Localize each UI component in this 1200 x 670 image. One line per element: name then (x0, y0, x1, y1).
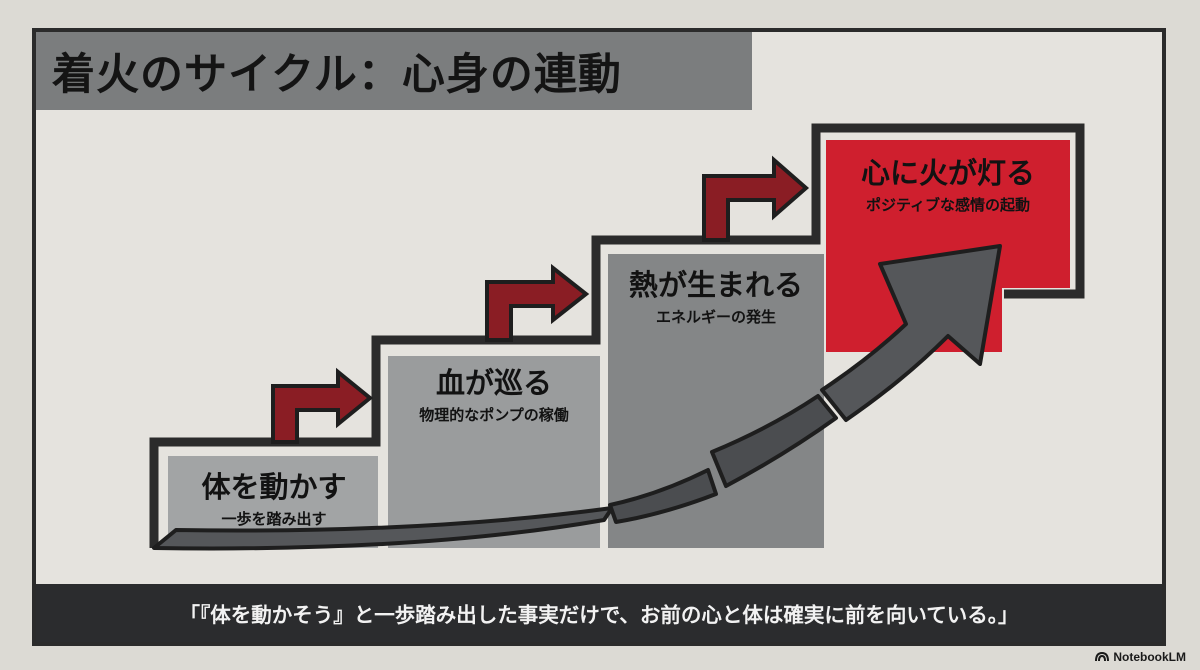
staircase-outline (149, 123, 1085, 548)
step-4-label: 心に火が灯る ポジティブな感情の起動 (826, 156, 1070, 216)
bent-arrow-1 (271, 367, 374, 444)
step-1-title: 体を動かす (201, 470, 347, 504)
step-4-subtitle: ポジティブな感情の起動 (865, 195, 1031, 214)
step-1-subtitle: 一歩を踏み出す (221, 509, 327, 528)
step-2-subtitle: 物理的なポンプの稼働 (419, 405, 569, 424)
step-3-title: 熱が生まれる (628, 268, 803, 302)
brand-watermark: NotebookLM (1095, 650, 1186, 664)
growth-curve-arrow (152, 244, 1002, 551)
step-3-label: 熱が生まれる エネルギーの発生 (608, 268, 824, 328)
slide-title: 着火のサイクル：心身の連動 (52, 50, 622, 100)
bent-arrow-3 (702, 155, 810, 242)
quote-text: 「『体を動かそう』と一歩踏み出した事実だけで、お前の心と体は確実に前を向いている… (179, 603, 1019, 627)
step-3-subtitle: エネルギーの発生 (655, 307, 776, 326)
title-box: 着火のサイクル：心身の連動 (36, 32, 752, 110)
step-2-title: 血が巡る (435, 366, 552, 400)
brand-name: NotebookLM (1113, 650, 1186, 664)
step-4-title: 心に火が灯る (860, 156, 1035, 190)
step-1-label: 体を動かす 一歩を踏み出す (170, 470, 378, 530)
bent-arrow-2 (485, 263, 590, 342)
step-2-label: 血が巡る 物理的なポンプの稼働 (388, 366, 600, 426)
quote-bar: 「『体を動かそう』と一歩踏み出した事実だけで、お前の心と体は確実に前を向いている… (36, 584, 1162, 642)
notebooklm-logo-icon (1095, 652, 1110, 662)
